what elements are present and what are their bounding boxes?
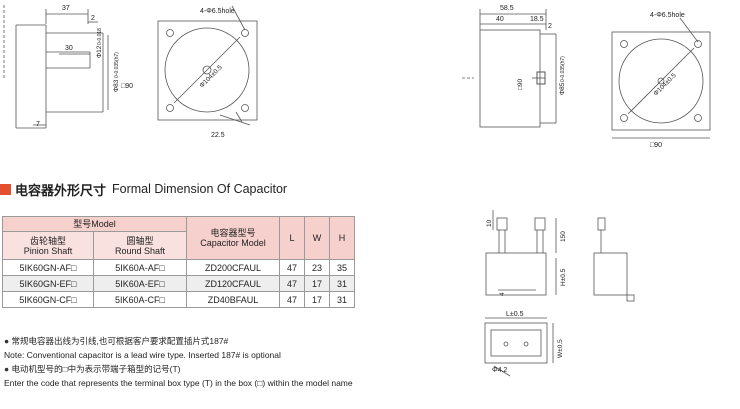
flange-tol-left: 0-0.035(h7) [114, 52, 120, 78]
table-row: 5IK60GN-EF□ 5IK60A-EF□ ZD120CFAUL 47 17 … [2, 275, 355, 292]
bottom-90-right: □90 [650, 142, 662, 149]
round-header: 圆轴型 Round Shaft [93, 231, 187, 260]
cell-gear: 5IK60GN-CF□ [2, 291, 94, 308]
dia-83: Φ83 [113, 79, 120, 92]
dim-l: L±0.5 [506, 311, 524, 318]
dim-30: 30 [65, 45, 73, 52]
note-1-en: Note: Conventional capacitor is a lead w… [4, 350, 281, 360]
cell-round: 5IK60A-EF□ [93, 275, 187, 292]
pcd-left: Φ104±0.5 [198, 64, 223, 89]
note-2-cn: ● 电动机型号的□中为表示带端子箱型的记号(T) [4, 362, 353, 376]
gear-header: 齿轮轴型 Pinion Shaft [2, 231, 94, 260]
round-header-cn: 圆轴型 [126, 235, 154, 246]
gear-header-cn: 齿轮轴型 [29, 235, 66, 246]
bullet-icon: ● [4, 336, 12, 346]
col-w-header: W [304, 216, 330, 260]
section-title-cn: 电容器外形尺寸 [15, 182, 107, 198]
cell-w: 17 [304, 291, 330, 308]
dim-150: 150 [560, 231, 567, 242]
shaft-tol: 0-0.018 [97, 28, 103, 45]
capacitor-table: 型号Model 电容器型号 Capacitor Model L W H 齿轮轴型… [2, 216, 355, 308]
cell-cap: ZD200CFAUL [186, 259, 280, 276]
hole-note-left: 4-Φ6.5hole [200, 8, 235, 15]
cell-l: 47 [279, 259, 305, 276]
dim-4: 4 [499, 292, 506, 296]
dia-85: Φ85 [559, 82, 566, 95]
note-2-en: Enter the code that represents the termi… [4, 378, 353, 388]
model-header: 型号Model [2, 216, 187, 232]
section-title-en: Formal Dimension Of Capacitor [112, 182, 288, 196]
dim-2-right: 2 [548, 23, 552, 30]
cell-round: 5IK60A-CF□ [93, 291, 187, 308]
cell-gear: 5IK60GN-EF□ [2, 275, 94, 292]
dim-58-5: 58.5 [500, 5, 514, 12]
dim-18-5: 18.5 [530, 16, 544, 23]
cell-cap: ZD120CFAUL [186, 275, 280, 292]
dim-hole-4-2: Φ4.2 [492, 367, 507, 374]
col-h-header: H [329, 216, 355, 260]
dim-22-5: 22.5 [211, 132, 225, 139]
note-1-cn: ● 常规电容器出线为引线,也可根据客户要求配置插片式187# [4, 334, 353, 348]
gear-header-en: Pinion Shaft [23, 245, 73, 256]
table-row: 5IK60GN-AF□ 5IK60A-AF□ ZD200CFAUL 47 23 … [2, 259, 355, 276]
note-2-cn-text: 电动机型号的□中为表示带端子箱型的记号(T) [11, 364, 181, 374]
cell-w: 23 [304, 259, 330, 276]
round-header-en: Round Shaft [114, 245, 166, 256]
pcd-right: Φ104±0.5 [652, 72, 677, 97]
dim-7: 7 [36, 121, 40, 128]
hole-note-right: 4-Φ6.5hole [650, 12, 685, 19]
bullet-icon: ● [4, 364, 12, 374]
dim-2-left: 2 [91, 15, 95, 22]
section-title: 电容器外形尺寸 Formal Dimension Of Capacitor [0, 180, 287, 198]
dia-12: Φ12 [96, 45, 103, 58]
cell-gear: 5IK60GN-AF□ [2, 259, 94, 276]
cap-header-cn: 电容器型号 [210, 228, 256, 238]
dim-40: 40 [496, 16, 504, 23]
cell-h: 31 [329, 291, 355, 308]
cell-l: 47 [279, 291, 305, 308]
flange-tol-right: 0-0.035(h7) [560, 56, 566, 82]
side-90-right: □90 [517, 78, 524, 90]
dim-h: H±0.5 [560, 268, 567, 286]
note-1-cn-text: 常规电容器出线为引线,也可根据客户要求配置插片式187# [11, 336, 229, 346]
table-row: 5IK60GN-CF□ 5IK60A-CF□ ZD40BFAUL 47 17 3… [2, 291, 355, 308]
cell-h: 35 [329, 259, 355, 276]
cell-round: 5IK60A-AF□ [93, 259, 187, 276]
section-marker-icon [0, 183, 11, 195]
cell-h: 31 [329, 275, 355, 292]
cell-l: 47 [279, 275, 305, 292]
dim-10: 10 [486, 219, 493, 227]
notes: ● 常规电容器出线为引线,也可根据客户要求配置插片式187# Note: Con… [4, 334, 353, 390]
col-l-header: L [279, 216, 305, 260]
cap-header-en: Capacitor Model [200, 238, 266, 248]
dim-37: 37 [62, 5, 70, 12]
dim-w: W±0.5 [557, 339, 564, 358]
cell-w: 17 [304, 275, 330, 292]
cap-header: 电容器型号 Capacitor Model [186, 216, 280, 260]
side-90-left: □90 [121, 83, 133, 90]
cell-cap: ZD40BFAUL [186, 291, 280, 308]
